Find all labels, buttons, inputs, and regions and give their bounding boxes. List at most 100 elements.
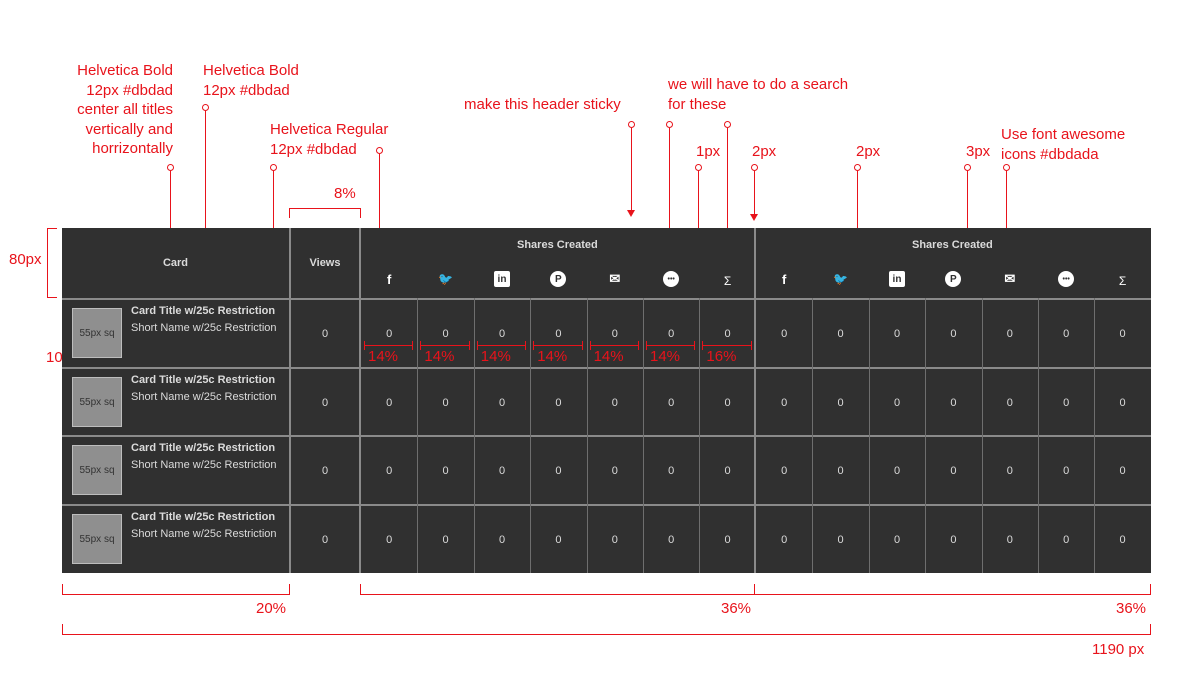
share-count: 0 [386, 327, 393, 340]
share-count: 0 [442, 327, 449, 340]
more-icon: ••• [1058, 271, 1075, 287]
card-thumbnail: 55px sq [72, 514, 122, 564]
title-font-note: Helvetica Bold 12px #dbdad [203, 62, 299, 99]
column-width-pct: 14% [650, 348, 681, 365]
card-thumbnail: 55px sq [72, 308, 122, 358]
share-count: 0 [1119, 327, 1126, 340]
share-count: 0 [1119, 396, 1126, 409]
share-count: 0 [1006, 533, 1013, 546]
column-width-pct: 14% [424, 348, 455, 365]
share-count: 0 [442, 464, 449, 477]
card-title: Card Title w/25c Restriction [131, 511, 276, 523]
share-count: 0 [781, 327, 788, 340]
facebook-icon: f [387, 271, 392, 287]
share-count: 0 [555, 533, 562, 546]
column-width-pct: 16% [706, 348, 737, 365]
share-count: 0 [498, 464, 506, 477]
column-width-pct: 14% [368, 348, 399, 365]
group1-width-pct: 36% [721, 600, 752, 617]
views-value: 0 [321, 396, 329, 409]
share-count: 0 [893, 327, 901, 340]
card-title: Card Title w/25c Restriction [131, 442, 276, 454]
share-count: 0 [1063, 396, 1070, 409]
share-count: 0 [1119, 533, 1126, 546]
share-count: 0 [837, 533, 844, 546]
px1-note: 1px [696, 143, 721, 160]
short-font-note: Helvetica Regular 12px #dbdad [270, 121, 389, 158]
share-count: 0 [893, 396, 901, 409]
pinterest-icon: P [550, 271, 567, 287]
column-width-pct: 14% [480, 348, 511, 365]
share-count: 0 [1119, 464, 1126, 477]
share-count: 0 [837, 327, 844, 340]
share-count: 0 [1063, 327, 1070, 340]
share-count: 0 [611, 464, 618, 477]
card-title: Card Title w/25c Restriction [131, 305, 276, 317]
sum-icon: Σ [1118, 274, 1127, 288]
px3-note: 3px [966, 143, 991, 160]
share-count: 0 [950, 327, 957, 340]
facebook-icon: f [782, 271, 787, 287]
card-thumbnail: 55px sq [72, 445, 122, 495]
share-count: 0 [442, 396, 449, 409]
share-count: 0 [668, 396, 675, 409]
views-value: 0 [321, 327, 329, 340]
email-icon: ✉ [609, 271, 621, 286]
search-note: we will have to do a search for these [668, 76, 849, 113]
share-count: 0 [724, 396, 731, 409]
linkedin-icon: in [889, 271, 905, 287]
share-count: 0 [1063, 464, 1070, 477]
share-count: 0 [837, 464, 844, 477]
share-count: 0 [668, 464, 675, 477]
share-count: 0 [611, 533, 618, 546]
share-count: 0 [611, 327, 618, 340]
share-count: 0 [893, 533, 901, 546]
share-count: 0 [950, 396, 957, 409]
total-width: 1190 px [1092, 641, 1145, 658]
share-count: 0 [555, 464, 562, 477]
share-count: 0 [386, 396, 393, 409]
icons-note: Use font awesome icons #dbdada [1001, 126, 1126, 163]
share-count: 0 [837, 396, 844, 409]
share-count: 0 [1006, 464, 1013, 477]
pct8-note: 8% [334, 185, 356, 202]
sum-icon: Σ [723, 274, 732, 288]
px2b-note: 2px [856, 143, 881, 160]
email-icon: ✉ [1004, 271, 1016, 286]
pinterest-icon: P [945, 271, 962, 287]
share-count: 0 [498, 396, 506, 409]
share-count: 0 [498, 327, 506, 340]
share-count: 0 [724, 464, 731, 477]
share-count: 0 [668, 533, 675, 546]
px80-note: 80px [9, 251, 42, 268]
share-count: 0 [1006, 327, 1013, 340]
header-card: Card [162, 257, 189, 269]
card-thumbnail: 55px sq [72, 377, 122, 427]
share-count: 0 [555, 396, 562, 409]
share-count: 0 [893, 464, 901, 477]
share-count: 0 [1063, 533, 1070, 546]
sticky-note: make this header sticky [464, 96, 621, 113]
px2a-note: 2px [752, 143, 777, 160]
card-short-name: Short Name w/25c Restriction [131, 391, 277, 403]
header-shares-created-1: Shares Created [517, 239, 598, 251]
share-count: 0 [611, 396, 618, 409]
card-short-name: Short Name w/25c Restriction [131, 459, 277, 471]
more-icon: ••• [663, 271, 680, 287]
share-count: 0 [386, 533, 393, 546]
share-count: 0 [724, 327, 731, 340]
column-width-pct: 14% [593, 348, 624, 365]
share-count: 0 [386, 464, 393, 477]
share-count: 0 [950, 533, 957, 546]
share-count: 0 [498, 533, 506, 546]
card-short-name: Short Name w/25c Restriction [131, 528, 277, 540]
card-width-pct: 20% [256, 600, 287, 617]
card-title: Card Title w/25c Restriction [131, 374, 276, 386]
share-count: 0 [724, 533, 731, 546]
linkedin-icon: in [494, 271, 510, 287]
share-count: 0 [781, 533, 788, 546]
